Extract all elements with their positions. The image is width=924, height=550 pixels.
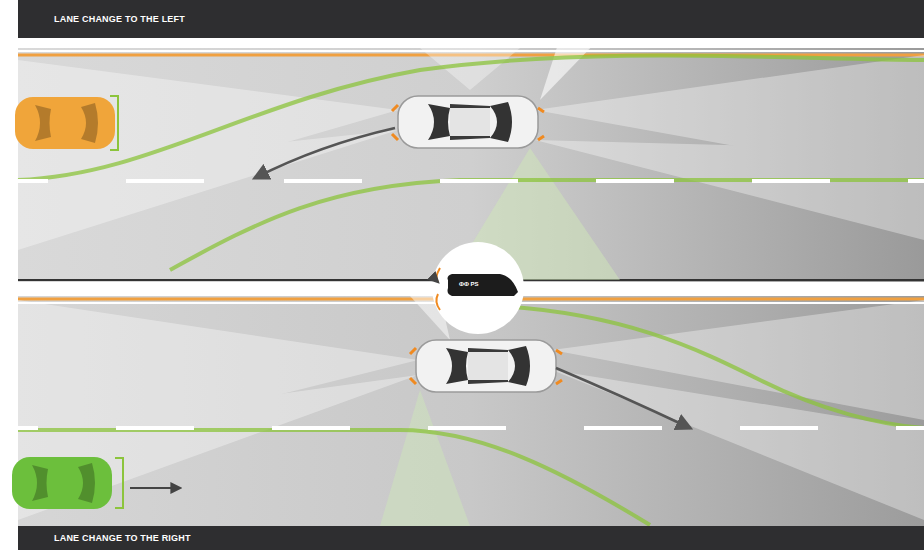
panel-heading: LANE CHANGE TO THE RIGHT <box>18 533 191 543</box>
heading-band: LANE CHANGE TO THE LEFT <box>18 0 924 38</box>
heading-band: LANE CHANGE TO THE RIGHT <box>18 526 924 550</box>
panel-heading: LANE CHANGE TO THE LEFT <box>18 14 185 24</box>
stalk-marking: ΦΦ PS <box>459 281 479 287</box>
